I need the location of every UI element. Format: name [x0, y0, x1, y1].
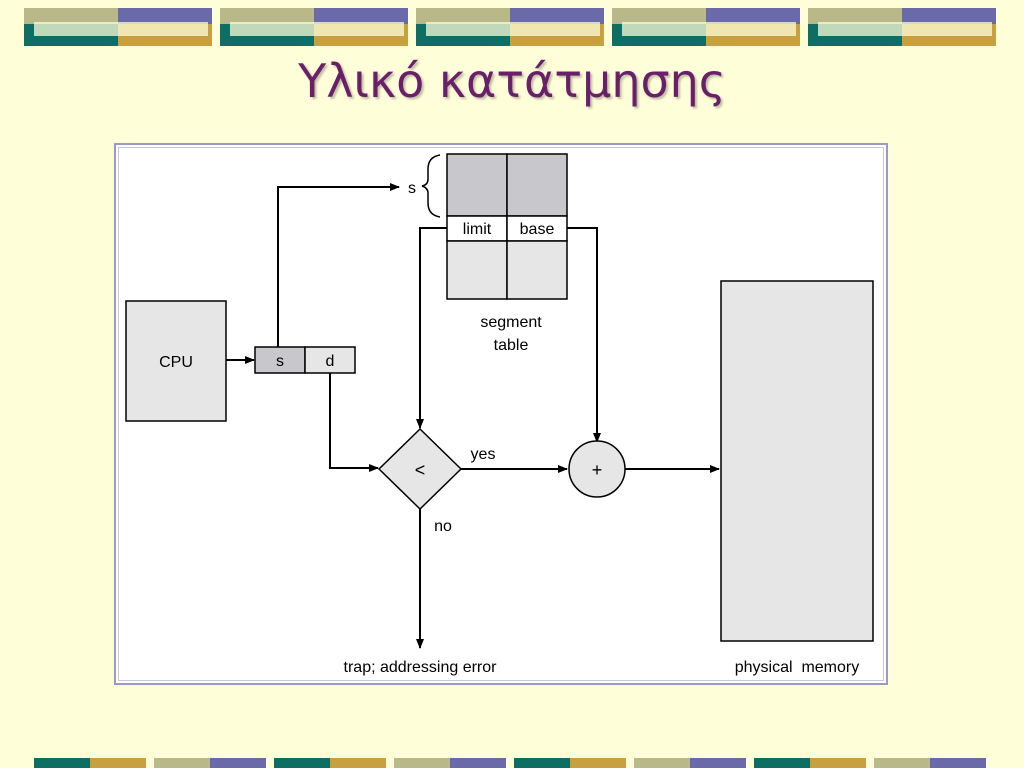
- table-top-left-cell: [446, 153, 508, 217]
- limit-label: limit: [463, 221, 492, 238]
- adder-symbol: +: [592, 460, 603, 480]
- compare-symbol: <: [415, 460, 426, 480]
- address-s-cell: [254, 346, 306, 374]
- segment-table-label-line1: segment: [480, 314, 542, 331]
- deco-block-1: [24, 8, 212, 46]
- deco-block-2: [220, 8, 408, 46]
- cpu-label: CPU: [159, 354, 193, 371]
- slide-title: Υλικό κατάτμησης: [298, 54, 726, 108]
- segmentation-hardware-diagram: CPU s d s limit base segment table: [125, 153, 874, 676]
- segment-table: limit base: [446, 153, 568, 300]
- bottom-deco-block-7: [754, 758, 866, 768]
- bottom-deco-block-2: [154, 758, 266, 768]
- deco-block-5: [808, 8, 996, 46]
- diagram-frame: CPU s d s limit base segment table: [114, 143, 888, 685]
- table-base-cell: [506, 215, 568, 242]
- bottom-deco-block-5: [514, 758, 626, 768]
- physical-memory-box: [720, 280, 874, 642]
- bottom-deco-block-4: [394, 758, 506, 768]
- bottom-deco-block-1: [34, 758, 146, 768]
- bottom-deco-block-8: [874, 758, 986, 768]
- s-to-table-arrow: [277, 183, 400, 347]
- address-d-label: d: [326, 353, 335, 370]
- deco-block-3: [416, 8, 604, 46]
- limit-to-compare-arrow: [416, 227, 447, 429]
- top-decoration-bar: [24, 8, 996, 46]
- selector-label: s: [408, 180, 416, 197]
- trap-label: trap; addressing error: [344, 659, 498, 676]
- physical-memory-label: physical memory: [735, 659, 859, 676]
- bottom-deco-block-3: [274, 758, 386, 768]
- selector-brace: [421, 154, 441, 218]
- d-to-compare-arrow: [329, 373, 379, 472]
- table-bottom-left-cell: [446, 240, 508, 300]
- base-label: base: [520, 221, 555, 238]
- deco-block-4: [612, 8, 800, 46]
- base-to-adder-arrow: [567, 227, 601, 443]
- table-top-right-cell: [506, 153, 568, 217]
- address-s-label: s: [276, 353, 284, 370]
- table-bottom-right-cell: [506, 240, 568, 300]
- yes-label: yes: [471, 446, 496, 463]
- bottom-deco-block-6: [634, 758, 746, 768]
- no-label: no: [434, 518, 452, 535]
- segment-table-label-line2: table: [494, 337, 529, 354]
- bottom-decoration-bar: [34, 758, 986, 768]
